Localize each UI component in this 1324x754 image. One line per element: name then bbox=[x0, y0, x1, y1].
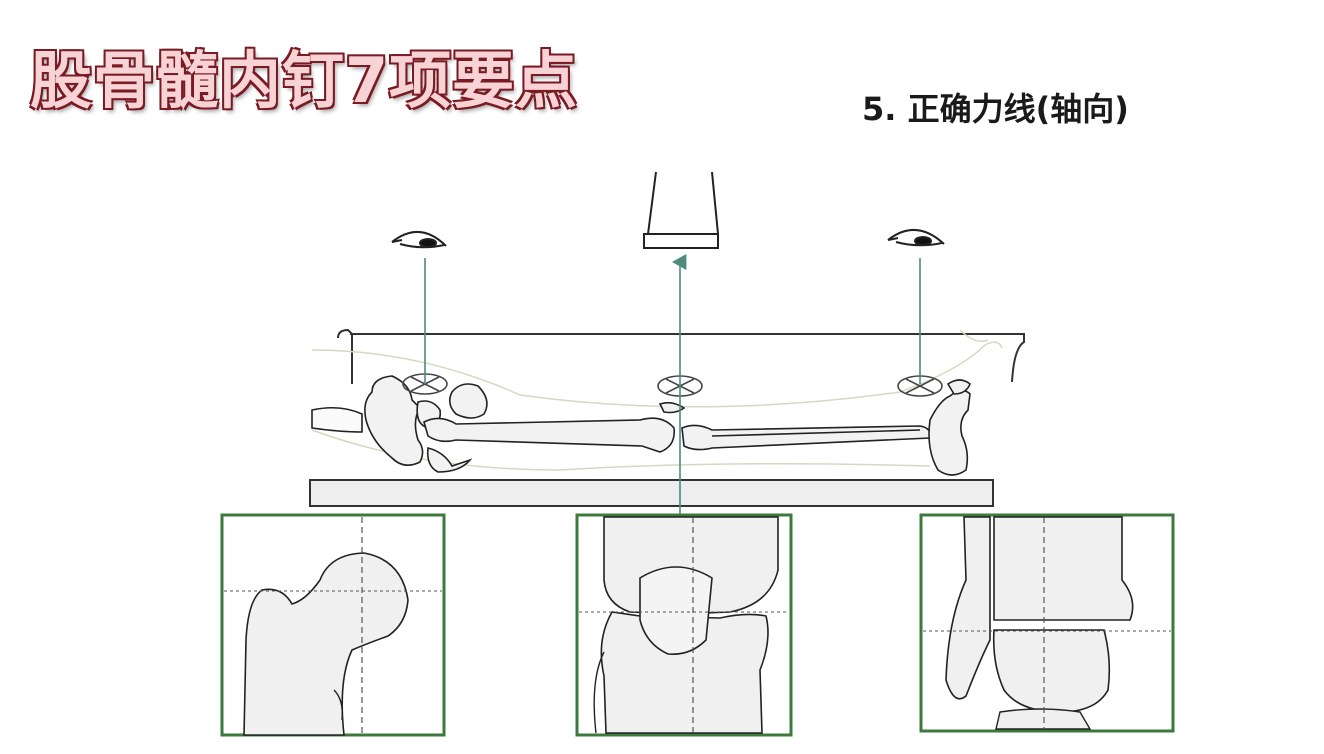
ankle-view-panel bbox=[919, 513, 1175, 733]
knee-view-panel bbox=[575, 513, 793, 737]
foot bbox=[928, 379, 971, 476]
alignment-axis-lines bbox=[424, 254, 921, 514]
femur bbox=[423, 401, 686, 453]
tibia-fibula bbox=[681, 424, 932, 451]
hip-view-panel bbox=[220, 513, 446, 737]
pelvis bbox=[311, 375, 488, 473]
operating-table bbox=[309, 328, 1025, 507]
section-heading: 5. 正确力线(轴向) bbox=[862, 90, 1129, 128]
eye-icon-left bbox=[391, 230, 447, 249]
xray-tube bbox=[643, 171, 719, 249]
page-title: 股骨髓内钉7项要点 bbox=[30, 44, 579, 117]
eye-icon-right bbox=[887, 228, 945, 247]
